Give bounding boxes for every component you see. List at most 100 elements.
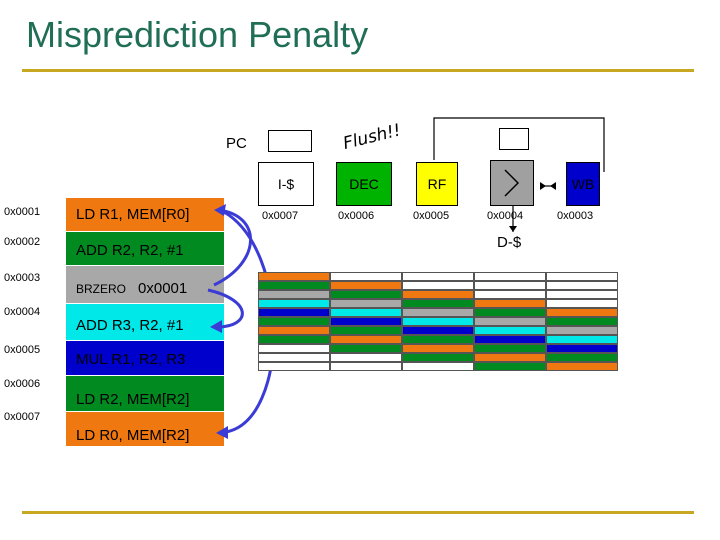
stage-icache-label: I-$ (277, 176, 295, 192)
timeline-cell (402, 353, 474, 362)
timeline-cell (402, 308, 474, 317)
wb-arrow-right (540, 182, 546, 190)
timeline-cell (330, 317, 402, 326)
stage-decode-addr: 0x0006 (338, 210, 375, 222)
bar-label: ADD R2, R2, #1 (76, 242, 184, 259)
timeline-cell (330, 326, 402, 335)
instr-addr: 0x0003 (4, 272, 41, 284)
stage-wb-label: WB (571, 176, 595, 192)
dcache-label: D-$ (497, 234, 522, 251)
timeline-cell (330, 308, 402, 317)
instr-bar (66, 341, 224, 375)
instr-bar (66, 376, 224, 411)
stage-execute (490, 160, 534, 206)
bar-label: LD R2, MEM[R2] (76, 391, 190, 408)
timeline-cell-empty (330, 353, 402, 362)
stage-icache: I-$ (258, 162, 314, 206)
flush-range-arrowhead (216, 426, 228, 439)
wb-arrow-left (550, 182, 556, 190)
timeline-cell-empty (402, 362, 474, 371)
branch-back-arrow (213, 208, 252, 287)
pc-register (268, 130, 312, 152)
timeline-cell (474, 308, 546, 317)
timeline-cell (474, 326, 546, 335)
bar-label: LD R0, MEM[R2] (76, 427, 190, 444)
timeline-cell-empty (258, 353, 330, 362)
timeline-cell (474, 317, 546, 326)
timeline-cell (402, 317, 474, 326)
writeback-wire (433, 117, 605, 172)
timeline-cell-empty (258, 362, 330, 371)
stage-decode: DEC (336, 162, 392, 206)
timeline-cell (402, 326, 474, 335)
instr-bar (66, 232, 224, 265)
timeline-cell (258, 290, 330, 299)
instr-addr: 0x0002 (4, 236, 41, 248)
timeline-cell (402, 299, 474, 308)
instr-bar (66, 266, 224, 303)
instr-addr: 0x0006 (4, 378, 41, 390)
timeline-cell (546, 353, 618, 362)
stage-rf-addr: 0x0005 (413, 210, 450, 222)
instr-addr: 0x0004 (4, 306, 41, 318)
instr-bar (66, 198, 224, 231)
stage-icache-addr: 0x0007 (262, 210, 299, 222)
footer-rule (22, 511, 694, 514)
bar-label: ADD R3, R2, #1 (76, 317, 184, 334)
timeline-cell (330, 344, 402, 353)
timeline-cell (258, 317, 330, 326)
bar-label-branch-target: 0x0001 (138, 280, 188, 297)
timeline-cell (330, 272, 402, 281)
timeline-cell (546, 281, 618, 290)
timeline-cell (258, 272, 330, 281)
bar-label: MUL R1, R2, R3 (76, 351, 186, 368)
page-title: Misprediction Penalty (26, 14, 369, 55)
branch-next-arrowhead (210, 320, 222, 333)
instr-bar (66, 412, 224, 446)
stage-writeback: WB (566, 162, 600, 206)
timeline-cell (546, 299, 618, 308)
timeline-cell (474, 299, 546, 308)
timeline-cell (258, 326, 330, 335)
timeline-cell (474, 290, 546, 299)
instr-bar (66, 304, 224, 340)
branch-next-arrow (207, 288, 244, 329)
timeline-cell (402, 272, 474, 281)
title-rule (22, 69, 694, 72)
timeline-cell (474, 335, 546, 344)
instruction-color-bars (66, 198, 224, 446)
timeline-cell (402, 290, 474, 299)
dcache-arrow (509, 226, 517, 232)
stage-writeback-addr: 0x0003 (557, 210, 594, 222)
timeline-cell (330, 281, 402, 290)
bar-label: LD R1, MEM[R0] (76, 206, 190, 223)
stage-execute-addr: 0x0004 (487, 210, 524, 222)
stage-register-file: RF (416, 162, 458, 206)
timeline-cell (258, 281, 330, 290)
timeline-cell (546, 362, 618, 371)
timeline-cell (474, 362, 546, 371)
stage-rf-label: RF (427, 176, 447, 192)
timeline-cell (546, 272, 618, 281)
timeline-cell-empty (258, 344, 330, 353)
branch-back-arrowhead (214, 204, 226, 216)
timeline-cell (402, 344, 474, 353)
timeline-cell (546, 335, 618, 344)
instr-addr: 0x0005 (4, 344, 41, 356)
timeline-cell (330, 290, 402, 299)
stage-decode-label: DEC (349, 176, 379, 192)
instr-addr: 0x0007 (4, 411, 41, 423)
timeline-cell (258, 335, 330, 344)
timeline-cell (402, 281, 474, 290)
timeline-cell (474, 272, 546, 281)
timeline-cell (402, 335, 474, 344)
pipeline-register (499, 128, 529, 150)
timeline-cell (546, 290, 618, 299)
instr-addr: 0x0001 (4, 206, 41, 218)
timeline-cell (258, 308, 330, 317)
bar-label-branch-op: BRZERO (76, 282, 127, 296)
timeline-cell (330, 299, 402, 308)
timeline-cell (258, 299, 330, 308)
